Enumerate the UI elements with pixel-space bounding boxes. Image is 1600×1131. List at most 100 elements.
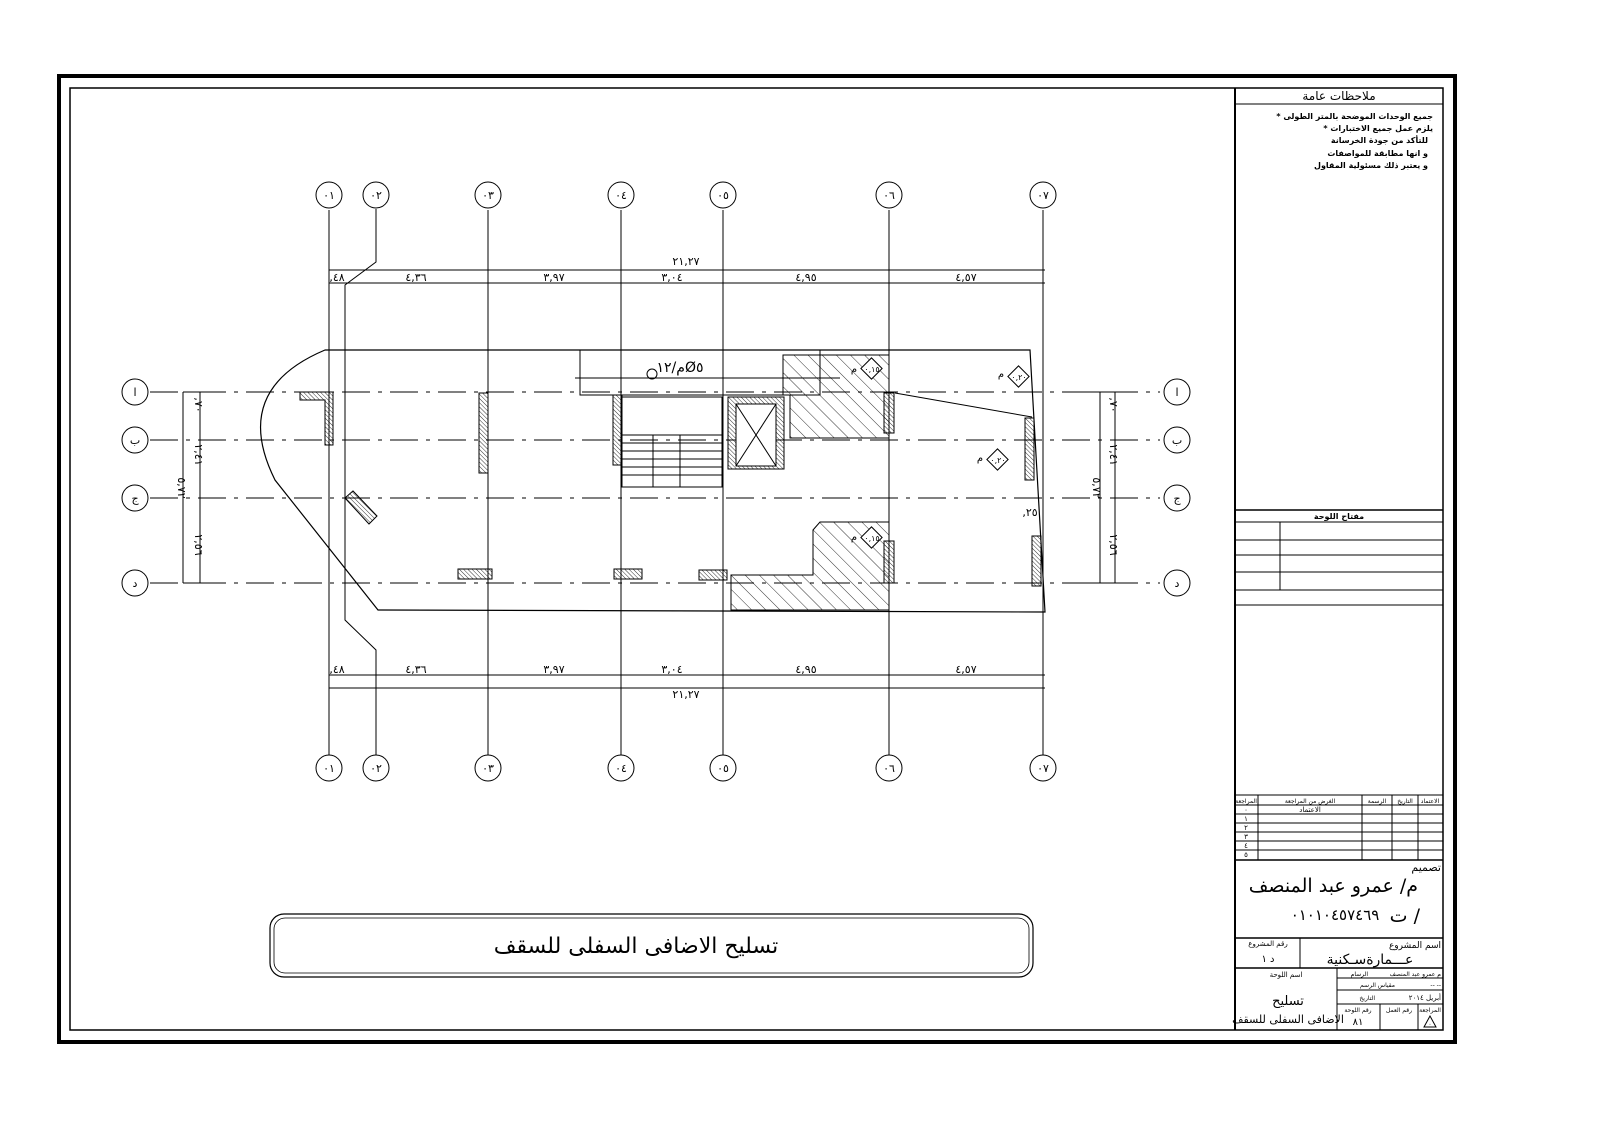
project-name: عـــمارةسـكنية bbox=[1327, 952, 1414, 968]
revision-label: المراجعة bbox=[1419, 1007, 1441, 1014]
dim-vertical: ٢,٤١ bbox=[1107, 444, 1120, 465]
dim-vertical: ,٧٠ bbox=[192, 397, 205, 412]
rebar-tag: ٠,٢٠ bbox=[1011, 373, 1026, 382]
notes-title: ملاحظات عامة bbox=[1302, 89, 1375, 103]
axis-label: ب bbox=[1172, 434, 1182, 447]
dim-span: ٣,٩٧ bbox=[543, 663, 564, 676]
axis-label: ب bbox=[130, 434, 140, 447]
rebar-tags: ٠,١٥ م ٠,٢٠ م ٠,٢٠ م ٠,١٥ م bbox=[851, 357, 1030, 549]
sheet-no-label: رقم اللوحة bbox=[1344, 1007, 1371, 1014]
dim-span: ,٤٨ bbox=[329, 271, 344, 284]
staircase bbox=[575, 349, 840, 488]
axis-label: د bbox=[133, 577, 138, 590]
axis-label: ج bbox=[131, 492, 139, 505]
inner-border bbox=[69, 87, 1444, 1031]
rebar-tag: ٠,١٥ bbox=[864, 534, 879, 543]
rev-no: ٢ bbox=[1244, 824, 1248, 832]
axis-label: ٠٧ bbox=[1037, 189, 1049, 202]
axis-bubble bbox=[1163, 484, 1191, 512]
dim-span: ٣,٠٤ bbox=[661, 271, 682, 284]
axis-bubble bbox=[121, 426, 149, 454]
project-number-label: رقم المشروع bbox=[1248, 940, 1287, 948]
axis-bubble bbox=[121, 378, 149, 406]
axis-bubble bbox=[875, 181, 903, 209]
dim-span: ,٤٨ bbox=[329, 663, 344, 676]
project-number: د ١ bbox=[1261, 954, 1274, 965]
axis-label: ج bbox=[1173, 492, 1181, 505]
designer-name: م/ عمرو عبد المنصف bbox=[1249, 875, 1418, 897]
rebar-tag-prefix: م bbox=[851, 364, 857, 375]
dim-span: ٤,٩٥ bbox=[795, 271, 816, 284]
designer-label: تصميم bbox=[1411, 861, 1441, 874]
dimension-bottom bbox=[329, 674, 1045, 689]
scale: -- -- bbox=[1430, 982, 1441, 989]
axis-label: ٠١ bbox=[323, 762, 335, 775]
revision-triangle-icon bbox=[1423, 1014, 1437, 1028]
drawing-title-frame bbox=[269, 913, 1034, 978]
note-line: و يعتبر ذلك مسئولية المقاول bbox=[1314, 161, 1428, 170]
rev-no: ٤ bbox=[1244, 842, 1248, 850]
axis-label: ٠٥ bbox=[717, 762, 729, 775]
rev-header: الغرض من المراجعة bbox=[1285, 798, 1336, 805]
rev-header: الرسمة bbox=[1368, 798, 1387, 805]
key-title: مفتاح اللوحة bbox=[1314, 512, 1364, 521]
extra-rebar-zone bbox=[730, 521, 890, 611]
rebar-tag: ٠,١٥ bbox=[864, 365, 879, 374]
axis-bubble bbox=[607, 754, 635, 782]
axis-bubble bbox=[607, 181, 635, 209]
elevator-shaft bbox=[727, 396, 785, 470]
grid-lines bbox=[150, 209, 1160, 755]
dimension-top bbox=[329, 269, 1045, 284]
work-no-label: رقم العمل bbox=[1386, 1007, 1412, 1014]
dim-labels-bottom: ,٤٨ ٤,٣٦ ٣,٩٧ ٣,٠٤ ٤,٩٥ ٤,٥٧ ٢١,٢٧ bbox=[329, 663, 976, 701]
sheet-name-label: اسم اللوحة bbox=[1270, 971, 1303, 979]
revision: ٠ bbox=[1428, 1021, 1431, 1028]
axis-label: ٠٦ bbox=[883, 189, 895, 202]
rev-no: ٣ bbox=[1244, 833, 1248, 841]
rebar-tag-prefix: م bbox=[998, 369, 1004, 380]
project-name-label: اسم المشروع bbox=[1389, 941, 1441, 951]
dim-vertical: ٢,٥٦ bbox=[192, 534, 205, 555]
axis-bubble bbox=[1163, 378, 1191, 406]
dim-total: ٢١,٢٧ bbox=[672, 255, 699, 268]
sheet-no: ٨١ bbox=[1353, 1017, 1364, 1028]
scale-label: مقياس الرسم bbox=[1360, 982, 1395, 989]
revisions-table: المراجعة الغرض من المراجعة الرسمة التاري… bbox=[1235, 798, 1439, 859]
designer-phone: ٠١٠١٠٤٥٧٤٦٩ bbox=[1291, 906, 1380, 924]
dim-span: ٤,٥٧ bbox=[955, 271, 976, 284]
axis-bubble bbox=[1163, 569, 1191, 597]
columns bbox=[299, 391, 1042, 587]
rebar-circle-icon bbox=[646, 368, 658, 380]
axis-label: ٠٣ bbox=[482, 762, 494, 775]
dim-labels-top: ٢١,٢٧ ,٤٨ ٤,٣٦ ٣,٩٧ ٣,٠٤ ٤,٩٥ ٤,٥٧ bbox=[329, 255, 976, 284]
note-line: * جميع الوحدات الموضحة بالمتر الطولى bbox=[1276, 112, 1433, 121]
sheet-name-2: الاضافى السفلى للسقف bbox=[1232, 1013, 1344, 1026]
axis-bubble bbox=[709, 181, 737, 209]
dim-span: ٤,٣٦ bbox=[405, 271, 426, 284]
drawer: م عمرو عبد المنصف bbox=[1390, 971, 1442, 978]
drawer-label: الرسام bbox=[1351, 971, 1369, 978]
dim-span: ٤,٣٦ bbox=[405, 663, 426, 676]
title-block bbox=[1234, 88, 1443, 1030]
axis-label: ٠٢ bbox=[370, 189, 382, 202]
outer-border bbox=[57, 74, 1457, 1044]
axis-bubble bbox=[362, 181, 390, 209]
dim-vertical: ٥,٧٢ bbox=[175, 477, 188, 498]
axis-bubble bbox=[1029, 754, 1057, 782]
notes-list: * جميع الوحدات الموضحة بالمتر الطولى * ي… bbox=[1276, 112, 1433, 170]
date: أبريل ٢٠١٤ bbox=[1409, 993, 1441, 1002]
rev-no: ١ bbox=[1244, 815, 1248, 823]
axis-label: ٠٥ bbox=[717, 189, 729, 202]
dim-total: ٢١,٢٧ bbox=[672, 688, 699, 701]
rev-header: المراجعة bbox=[1235, 798, 1257, 805]
rebar-tag: ٠,٢٠ bbox=[990, 456, 1005, 465]
dim-vertical: ,٧٠ bbox=[1107, 397, 1120, 412]
slab-outline bbox=[260, 349, 1046, 613]
axis-label: ٠١ bbox=[323, 189, 335, 202]
axis-label: ٠٤ bbox=[615, 762, 627, 775]
axis-bubble bbox=[121, 484, 149, 512]
sheet-name-1: تسليح bbox=[1272, 994, 1304, 1009]
note-line: * يلزم عمل جميع الاختبارات bbox=[1323, 124, 1433, 133]
dim-vertical: ٢,٤١ bbox=[192, 444, 205, 465]
